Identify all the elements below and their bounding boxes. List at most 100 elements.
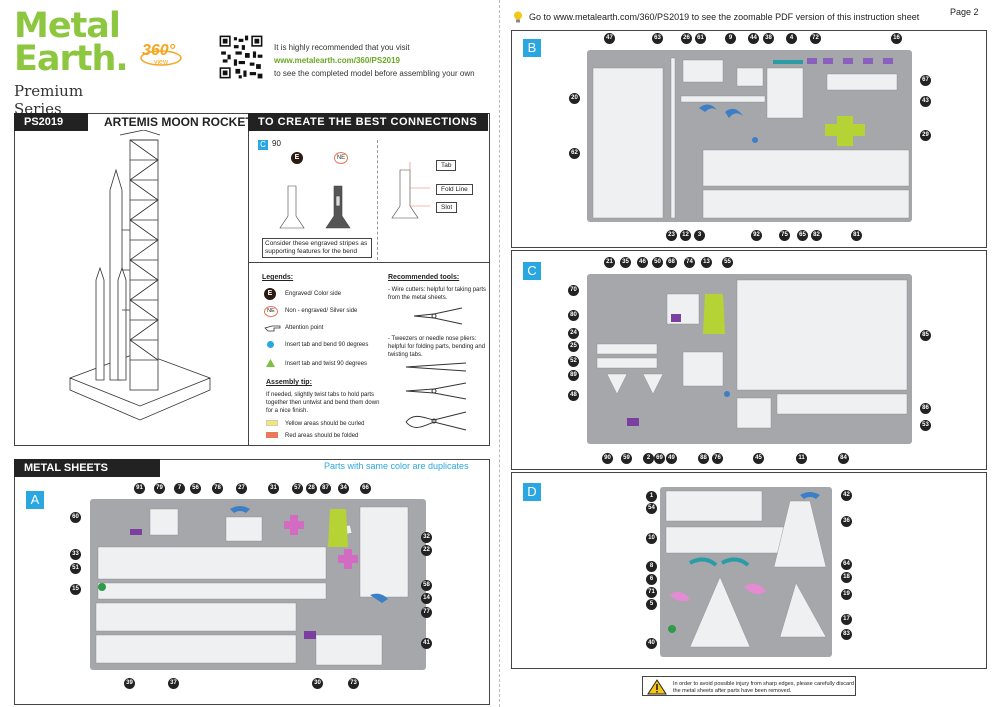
- tab-slot-diagram: [391, 162, 430, 219]
- callout-part: 59: [621, 453, 632, 464]
- callout-part: 18: [841, 572, 852, 583]
- sheet-c: [587, 274, 912, 444]
- callout-part: 5: [646, 599, 657, 610]
- red-swatch: [266, 432, 278, 438]
- sheet-d-label: D: [523, 483, 541, 501]
- visit-website-notice: It is highly recommended that you visit …: [274, 41, 475, 80]
- engraved-stripes-note: Consider these engraved stripes as suppo…: [262, 238, 372, 258]
- callout-part: 43: [920, 96, 931, 107]
- callout-part: 85: [920, 330, 931, 341]
- sharp-edges-warning: In order to avoid possible injury from s…: [642, 676, 856, 696]
- callout-part: 46: [637, 257, 648, 268]
- callout-part: 23: [666, 230, 677, 241]
- instruction-page-1: Metal Earth. Premium Series 360° view It…: [14, 6, 490, 705]
- duplicates-note: Parts with same color are duplicates: [322, 461, 471, 471]
- callout-part: 69: [654, 453, 665, 464]
- sheet-c-parts: [596, 279, 908, 429]
- lightbulb-icon: [514, 11, 522, 23]
- callout-part: 78: [212, 483, 223, 494]
- callout-part: 42: [841, 490, 852, 501]
- connection-diagram: [279, 185, 351, 229]
- callout-part: 8: [646, 561, 657, 572]
- callout-part: 3: [694, 230, 705, 241]
- logo-word-metal: Metal: [14, 6, 121, 46]
- legend-attention-point: Attention point: [285, 325, 324, 331]
- non-engraved-badge: NE: [334, 152, 348, 164]
- callout-part: 14: [421, 593, 432, 604]
- callout-part: 89: [568, 370, 579, 381]
- non-engraved-legend-icon: NE: [264, 306, 278, 317]
- callout-part: 76: [712, 453, 723, 464]
- callout-part: 53: [920, 420, 931, 431]
- legends-title: Legends:: [262, 274, 294, 281]
- callout-part: 12: [680, 230, 691, 241]
- metal-sheets-panel: [14, 459, 490, 705]
- metal-sheets-title: METAL SHEETS: [14, 459, 160, 477]
- callout-part: 21: [604, 257, 615, 268]
- legend-red-folded: Red areas should be folded: [285, 433, 359, 439]
- engraved-legend-icon: E: [264, 288, 276, 300]
- connections-title: TO CREATE THE BEST CONNECTIONS: [248, 113, 488, 131]
- callout-part: 92: [751, 230, 762, 241]
- callout-part: 64: [841, 559, 852, 570]
- sheet-b: [587, 50, 912, 222]
- panel-divider: [377, 140, 378, 260]
- callout-part: 4: [786, 33, 797, 44]
- product-code: PS2019: [14, 113, 88, 131]
- sheet-a-parts: [95, 506, 409, 666]
- bent-pliers-icon: [405, 411, 467, 431]
- tweezers-icon: [405, 362, 467, 372]
- callout-part: 28: [306, 483, 317, 494]
- callout-part: 81: [851, 230, 862, 241]
- callout-part: 77: [421, 607, 432, 618]
- badge-360-text: 360°: [142, 42, 176, 59]
- needle-nose-pliers-icon: [405, 382, 467, 400]
- callout-part: 20: [569, 93, 580, 104]
- callout-part: 38: [763, 33, 774, 44]
- callout-part: 91: [134, 483, 145, 494]
- callout-part: 51: [70, 563, 81, 574]
- callout-part: 25: [568, 341, 579, 352]
- callout-part: 75: [779, 230, 790, 241]
- warning-icon: [647, 679, 667, 695]
- product-name: ARTEMIS MOON ROCKET: [104, 115, 253, 129]
- callout-part: 72: [810, 33, 821, 44]
- sheet-d-parts: [665, 490, 827, 648]
- callout-part: 88: [698, 453, 709, 464]
- callout-part: 57: [292, 483, 303, 494]
- model-360-link[interactable]: www.metalearth.com/360/PS2019: [274, 56, 400, 65]
- legend-yellow-curled: Yellow areas should be curled: [285, 421, 365, 427]
- callout-part: 44: [748, 33, 759, 44]
- callout-part: 50: [652, 257, 663, 268]
- callout-part: 37: [168, 678, 179, 689]
- callout-part: 68: [666, 257, 677, 268]
- warning-text: In order to avoid possible injury from s…: [673, 681, 854, 694]
- callout-part: 49: [666, 453, 677, 464]
- callout-part: 58: [421, 580, 432, 591]
- wire-cutters-icon: [413, 307, 463, 325]
- callout-part: 63: [652, 33, 663, 44]
- callout-part: 16: [891, 33, 902, 44]
- sheet-c-label: C: [523, 262, 541, 280]
- callout-part: 45: [753, 453, 764, 464]
- qr-code[interactable]: [218, 34, 264, 80]
- callout-part: 11: [796, 453, 807, 464]
- hand-pointer-icon: [264, 325, 281, 332]
- callout-part: 1: [646, 491, 657, 502]
- callout-part: 39: [124, 678, 135, 689]
- sheet-c-tag: C: [258, 140, 268, 150]
- callout-part: 80: [568, 310, 579, 321]
- callout-part: 22: [421, 545, 432, 556]
- callout-part: 74: [684, 257, 695, 268]
- callout-part: 6: [646, 574, 657, 585]
- callout-part: 24: [568, 328, 579, 339]
- fold-line-label: Fold Line: [436, 184, 473, 195]
- slot-label: Slot: [436, 202, 458, 213]
- tool-wire-cutters: - Wire cutters: helpful for taking parts…: [388, 287, 487, 301]
- sheet-b-label: B: [523, 39, 541, 57]
- callout-part: 55: [722, 257, 733, 268]
- callout-part: 90: [602, 453, 613, 464]
- callout-part: 73: [348, 678, 359, 689]
- callout-part: 10: [646, 533, 657, 544]
- yellow-swatch: [266, 420, 278, 426]
